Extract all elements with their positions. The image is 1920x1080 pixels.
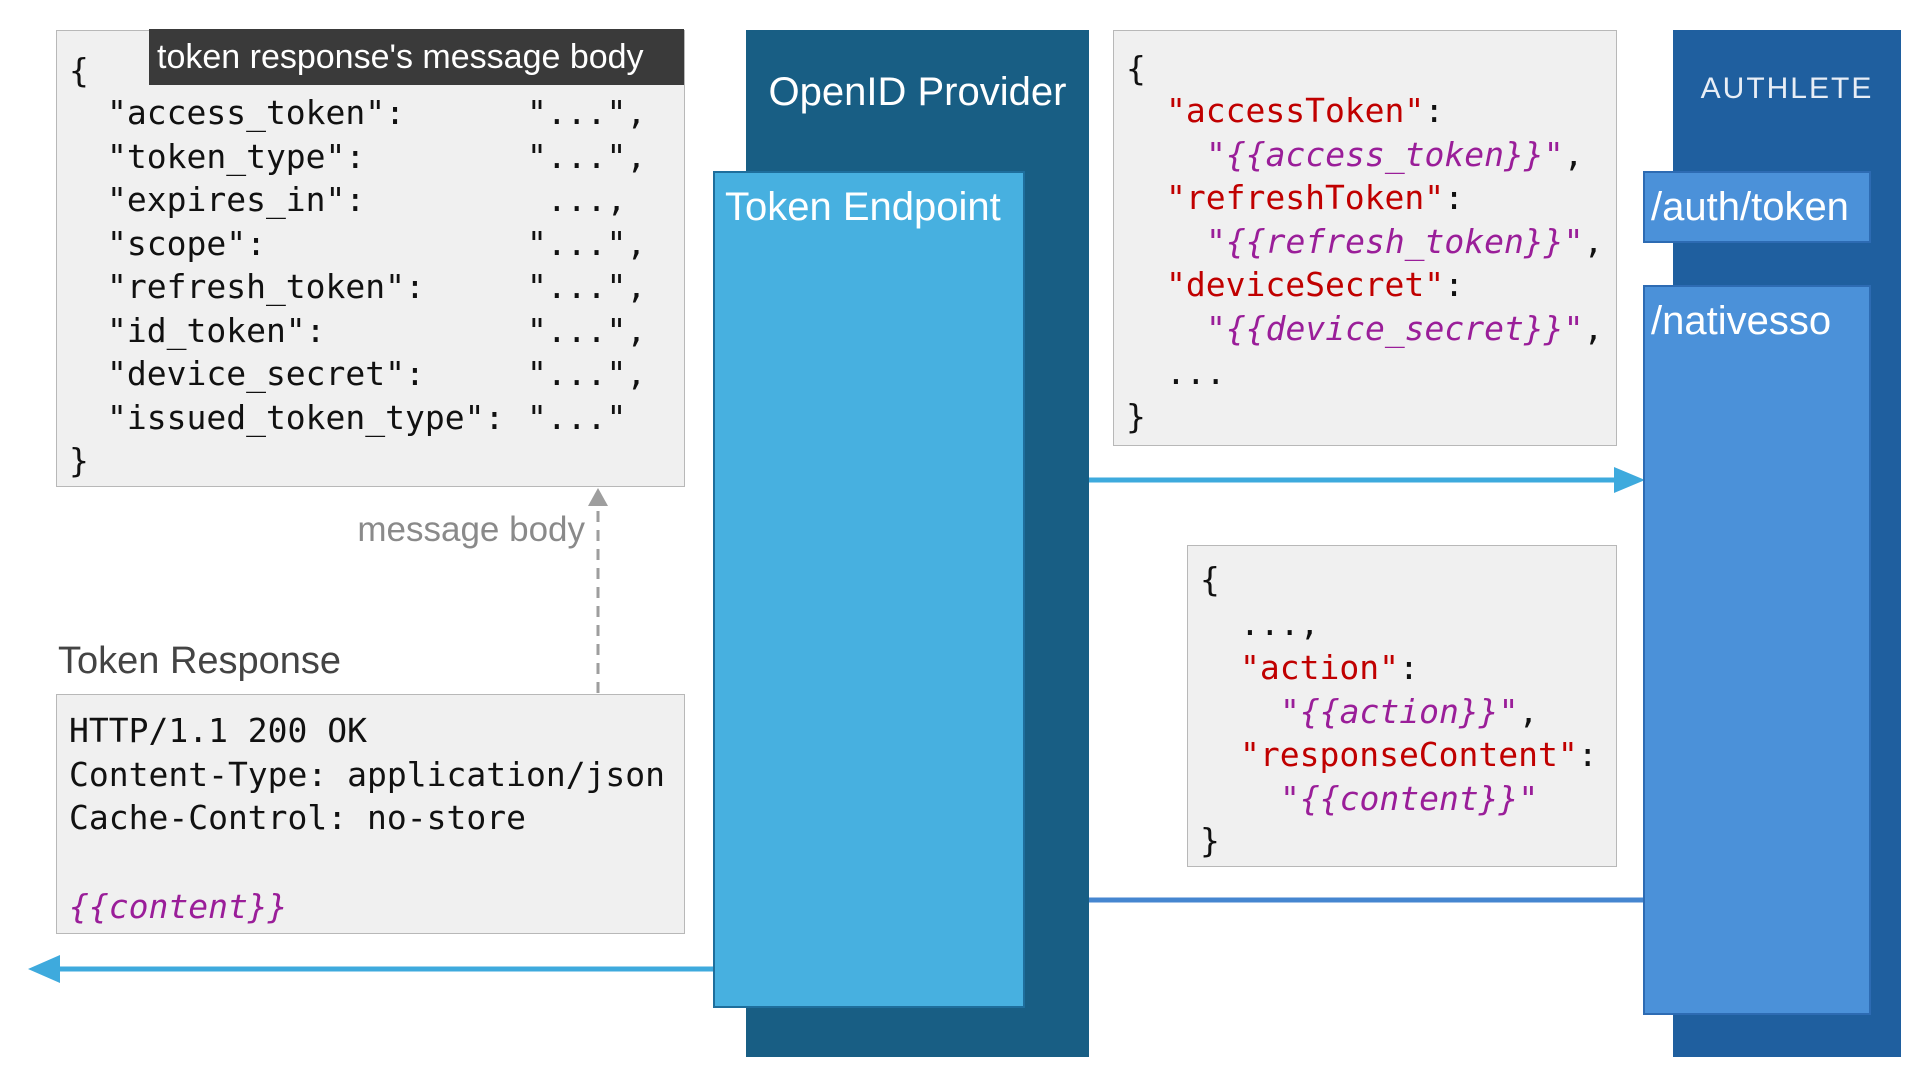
response-json-open: {	[1200, 560, 1220, 599]
message-body-box: token response's message body { "access_…	[56, 29, 685, 487]
message-body-label: token response's message body	[149, 29, 684, 85]
json-colon: :	[1444, 265, 1465, 304]
message-body-caption: message body	[357, 510, 585, 549]
token-response-line: HTTP/1.1 200 OK	[69, 711, 368, 750]
token-response-lines: HTTP/1.1 200 OK Content-Type: application…	[69, 709, 665, 840]
token-response-arrowhead	[28, 955, 60, 983]
json-trail: ,	[1563, 134, 1584, 174]
message-body-open: {	[69, 51, 89, 90]
message-body-row-value: "...",	[527, 354, 647, 393]
json-entry-key-line: "accessToken":	[1166, 89, 1603, 133]
message-body-rows: "access_token": "...", "token_type": "...",…	[107, 91, 646, 439]
message-body-row-key: "device_secret":	[107, 354, 425, 393]
json-entry-key-line: "responseContent":	[1240, 733, 1598, 777]
token-response-line: Cache-Control: no-store	[69, 798, 526, 837]
json-trail: ,	[1583, 308, 1604, 348]
json-quote: "	[1280, 691, 1300, 731]
api-auth-token[interactable]: /auth/token	[1643, 171, 1871, 243]
json-quote: "	[1563, 308, 1584, 348]
json-colon: :	[1444, 178, 1465, 217]
message-body-row-value: ...,	[527, 180, 627, 219]
json-quote: "	[1280, 778, 1300, 818]
response-json-entries: "action":"{{action}}","responseContent":…	[1240, 646, 1598, 820]
message-body-row-value: "...",	[527, 223, 647, 263]
api-nativesso-label: /nativesso	[1651, 299, 1832, 343]
request-arrowhead	[1614, 467, 1645, 493]
message-body-row-key: "refresh_token":	[107, 267, 425, 306]
message-body-row: "token_type": "...",	[107, 135, 646, 179]
request-json-close: }	[1126, 397, 1146, 436]
api-auth-token-label: /auth/token	[1651, 185, 1849, 229]
json-entry-value-line: "{{action}}",	[1240, 690, 1598, 734]
json-entry-key: "deviceSecret"	[1166, 265, 1445, 304]
json-colon: :	[1577, 735, 1598, 774]
json-trail: ,	[1583, 221, 1604, 261]
json-quote: "	[1518, 778, 1539, 818]
json-entry-value: {{action}}	[1299, 691, 1499, 731]
json-entry-key-line: "action":	[1240, 646, 1598, 690]
message-body-row-value: "...",	[527, 136, 647, 176]
json-entry-key: "refreshToken"	[1166, 178, 1445, 217]
token-response-box: HTTP/1.1 200 OK Content-Type: application…	[56, 694, 685, 934]
response-json-ellipsis: ...,	[1240, 604, 1320, 643]
message-body-row-value: "...",	[527, 267, 647, 306]
request-json-ellipsis: ...	[1166, 353, 1226, 392]
message-body-row: "refresh_token": "...",	[107, 265, 646, 309]
json-entry-value: {{access_token}}	[1225, 134, 1544, 174]
token-response-content: {{content}}	[69, 887, 288, 926]
message-body-row-key: "expires_in":	[107, 180, 366, 219]
request-json-entries: "accessToken":"{{access_token}}","refres…	[1166, 89, 1603, 350]
json-quote: "	[1543, 134, 1564, 174]
openid-provider-title: OpenID Provider	[768, 70, 1067, 114]
json-entry-key: "accessToken"	[1166, 91, 1425, 130]
authlete-logo: AUTHLETE	[1700, 72, 1874, 105]
json-entry-key: "action"	[1240, 648, 1399, 687]
json-quote: "	[1206, 308, 1226, 348]
json-colon: :	[1424, 91, 1445, 130]
message-body-close: }	[69, 441, 89, 480]
response-json-close: }	[1200, 821, 1220, 860]
json-entry-value: {{device_secret}}	[1225, 308, 1564, 348]
json-entry-key: "responseContent"	[1240, 735, 1578, 774]
message-body-row: "id_token": "...",	[107, 309, 646, 353]
json-entry-key-line: "refreshToken":	[1166, 176, 1603, 220]
response-json-box: { ..., "action":"{{action}}","responseCo…	[1187, 545, 1617, 867]
message-body-row: "issued_token_type": "..."	[107, 396, 646, 440]
message-body-row: "scope": "...",	[107, 222, 646, 266]
message-body-row-key: "scope":	[107, 223, 266, 263]
json-entry-key-line: "deviceSecret":	[1166, 263, 1603, 307]
request-json-box: { "accessToken":"{{access_token}}","refr…	[1113, 30, 1617, 446]
json-quote: "	[1563, 221, 1584, 261]
token-response-line: Content-Type: application/json	[69, 754, 666, 794]
token-endpoint-label: Token Endpoint	[725, 185, 1001, 229]
json-trail: ,	[1518, 691, 1539, 731]
message-body-row-key: "issued_token_type":	[107, 397, 505, 437]
api-nativesso[interactable]: /nativesso	[1643, 285, 1871, 1015]
token-response-title: Token Response	[58, 640, 342, 682]
json-entry-value: {{refresh_token}}	[1225, 221, 1564, 261]
json-quote: "	[1206, 134, 1226, 174]
json-entry-value-line: "{{refresh_token}}",	[1166, 220, 1603, 264]
message-body-row-value: "..."	[527, 397, 627, 437]
message-body-row-key: "id_token":	[107, 310, 326, 350]
message-body-row: "access_token": "...",	[107, 91, 646, 135]
message-body-row: "expires_in": ...,	[107, 178, 646, 222]
request-json-open: {	[1126, 49, 1146, 88]
json-entry-value-line: "{{access_token}}",	[1166, 133, 1603, 177]
json-entry-value-line: "{{device_secret}}",	[1166, 307, 1603, 351]
message-body-row-key: "token_type":	[107, 136, 366, 176]
message-body-row-value: "...",	[527, 93, 647, 132]
json-quote: "	[1206, 221, 1226, 261]
json-colon: :	[1398, 648, 1419, 687]
json-quote: "	[1498, 691, 1519, 731]
json-entry-value-line: "{{content}}"	[1240, 777, 1598, 821]
token-endpoint-box[interactable]: Token Endpoint	[713, 171, 1025, 1008]
json-entry-value: {{content}}	[1299, 778, 1519, 818]
message-body-row: "device_secret": "...",	[107, 352, 646, 396]
message-body-row-key: "access_token":	[107, 93, 406, 132]
message-body-arrowhead	[588, 488, 608, 506]
message-body-row-value: "...",	[527, 310, 647, 350]
